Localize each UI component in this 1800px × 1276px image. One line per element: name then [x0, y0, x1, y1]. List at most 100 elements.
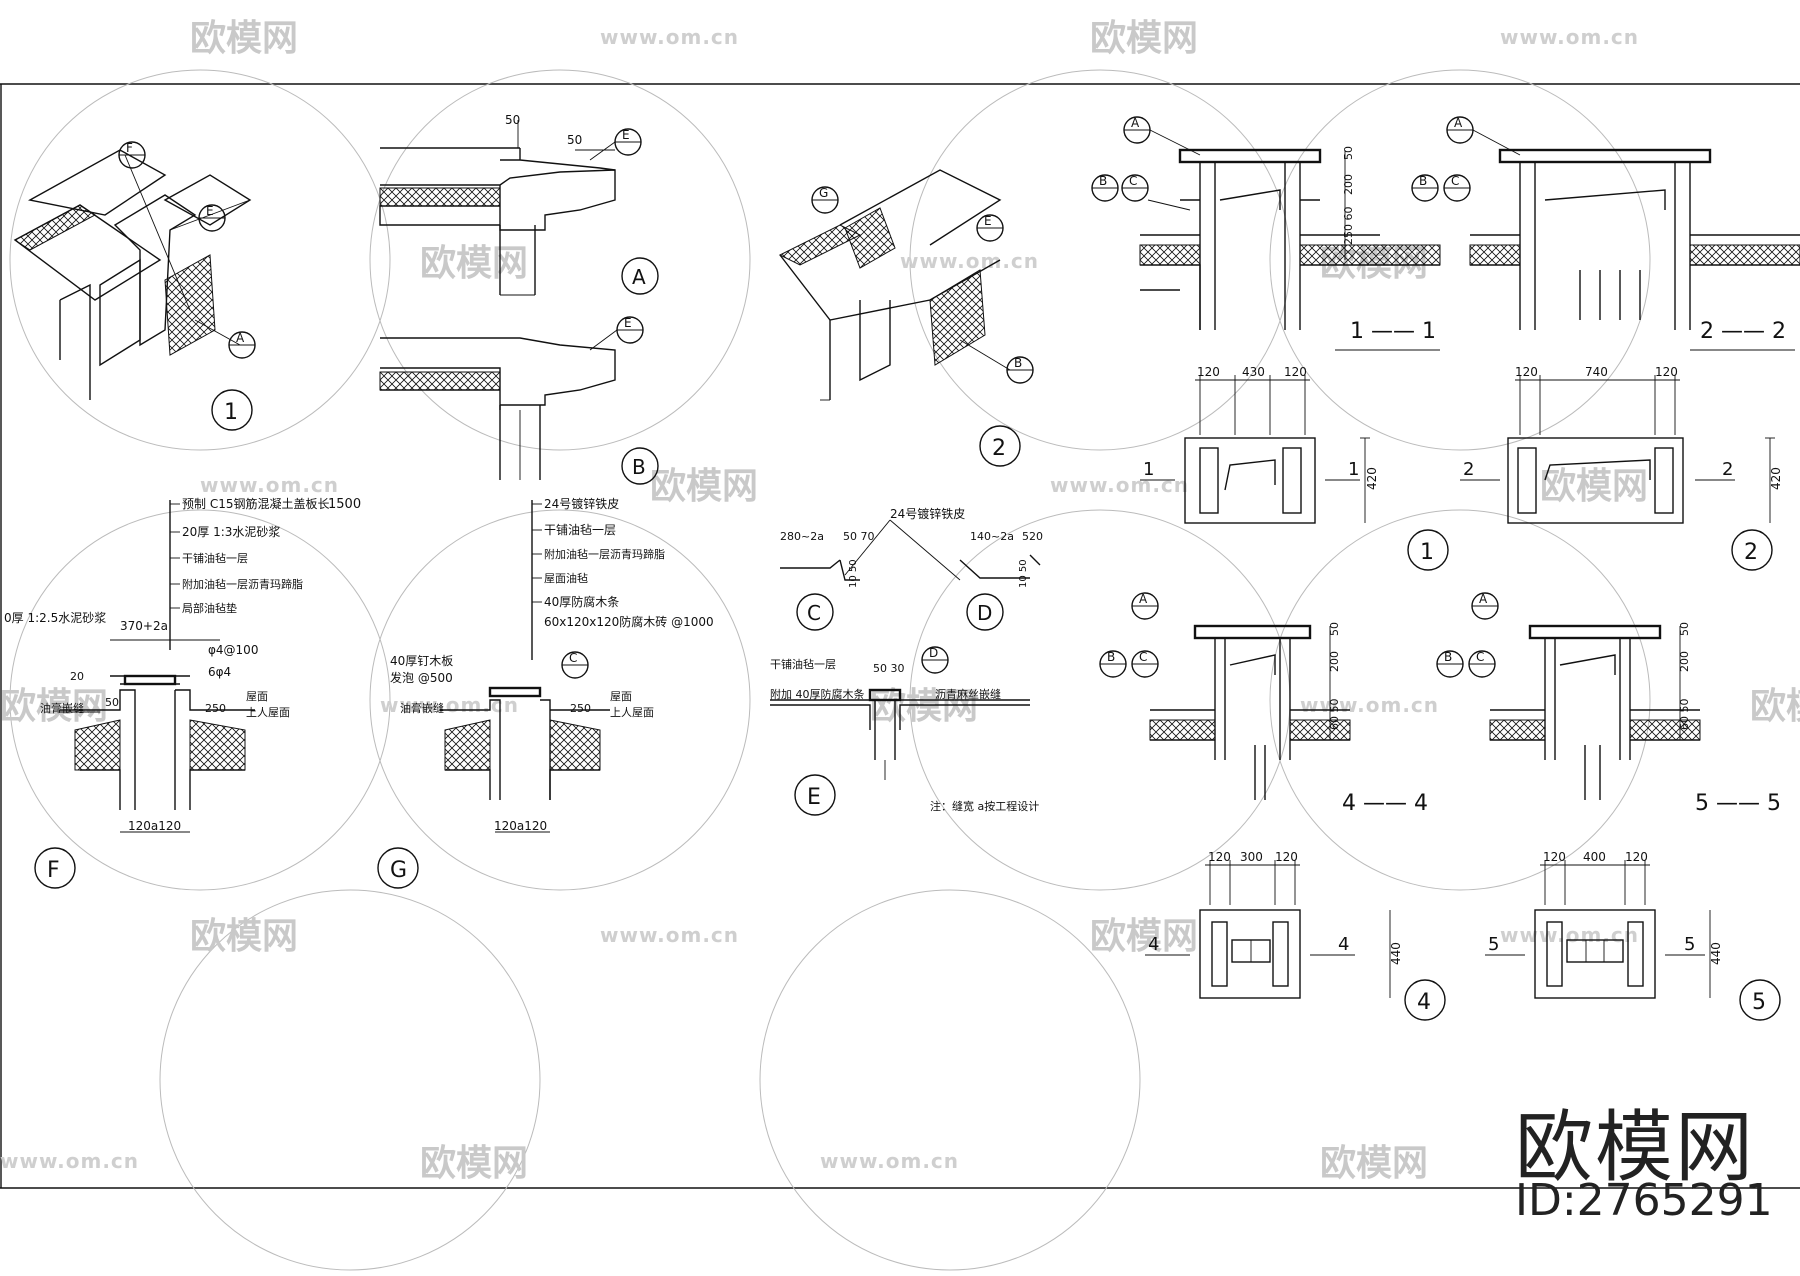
svg-text:E: E	[622, 128, 630, 142]
plan-1: 120 430 120 1 1 420 1	[1140, 365, 1449, 571]
svg-text:2: 2	[1744, 540, 1758, 565]
svg-text:50: 50	[1328, 622, 1341, 636]
watermark-url: www.om.cn	[820, 1149, 959, 1173]
svg-text:250: 250	[570, 702, 591, 715]
watermark-url: www.om.cn	[1050, 473, 1189, 497]
svg-text:10 50: 10 50	[848, 559, 859, 588]
svg-text:附加油毡一层沥青玛蹄脂: 附加油毡一层沥青玛蹄脂	[182, 577, 303, 591]
svg-text:20厚 1:3水泥砂浆: 20厚 1:3水泥砂浆	[182, 524, 280, 539]
svg-text:430: 430	[1242, 365, 1265, 379]
svg-text:120: 120	[1284, 365, 1307, 379]
svg-text:屋面: 屋面	[610, 690, 632, 703]
svg-text:B: B	[1099, 174, 1107, 188]
svg-text:280~2a: 280~2a	[780, 530, 824, 543]
watermark-url: www.om.cn	[1500, 923, 1639, 947]
svg-text:40厚防腐木条: 40厚防腐木条	[544, 594, 619, 609]
svg-text:50: 50	[567, 133, 582, 147]
svg-text:C: C	[569, 651, 577, 665]
svg-text:400: 400	[1583, 850, 1606, 864]
watermark-texts: 欧模网 www.om.cn 欧模网 www.om.cn 欧模网 www.om.c…	[0, 18, 1800, 1184]
watermark-url: www.om.cn	[1300, 693, 1439, 717]
svg-text:2 —— 2: 2 —— 2	[1700, 319, 1786, 344]
svg-text:440: 440	[1709, 942, 1723, 965]
svg-text:420: 420	[1365, 467, 1379, 490]
svg-text:1: 1	[1420, 540, 1434, 565]
svg-text:50: 50	[1678, 622, 1691, 636]
watermark-brand: 欧模网	[420, 1143, 528, 1184]
svg-text:A: A	[236, 331, 245, 345]
svg-text:附加油毡一层沥青玛蹄脂: 附加油毡一层沥青玛蹄脂	[544, 547, 665, 561]
svg-text:E: E	[984, 214, 992, 228]
svg-text:5 —— 5: 5 —— 5	[1695, 791, 1781, 816]
svg-text:附加 40厚防腐木条: 附加 40厚防腐木条	[770, 687, 865, 701]
watermark-brand: 欧模网	[190, 18, 298, 59]
watermark-brand: 欧模网	[1090, 18, 1198, 59]
svg-text:5: 5	[1752, 990, 1766, 1015]
svg-text:200: 200	[1678, 651, 1691, 672]
svg-text:200: 200	[1342, 174, 1355, 195]
svg-text:1500: 1500	[328, 497, 361, 512]
watermark-brand: 欧模网	[190, 916, 298, 957]
detail-g-section: 24号镀锌铁皮 干铺油毡一层 附加油毡一层沥青玛蹄脂 屋面油毡 40厚防腐木条 …	[377, 497, 714, 889]
svg-text:520: 520	[1022, 530, 1043, 543]
svg-text:50: 50	[1342, 146, 1355, 160]
watermark-url: www.om.cn	[200, 473, 339, 497]
svg-text:120: 120	[1197, 365, 1220, 379]
svg-text:50: 50	[105, 696, 119, 709]
svg-text:屋面: 屋面	[246, 690, 268, 703]
svg-text:4: 4	[1417, 990, 1431, 1015]
svg-text:干铺油毡一层: 干铺油毡一层	[544, 523, 616, 537]
svg-text:1 —— 1: 1 —— 1	[1350, 319, 1436, 344]
svg-text:4 —— 4: 4 —— 4	[1342, 791, 1428, 816]
detail-f-section: 预制 C15钢筋混凝土盖板长 1500 20厚 1:3水泥砂浆 干铺油毡一层 附…	[4, 496, 361, 889]
svg-text:φ4@100: φ4@100	[208, 643, 258, 657]
svg-text:油膏嵌缝: 油膏嵌缝	[400, 701, 444, 715]
svg-text:120a120: 120a120	[128, 819, 181, 833]
svg-text:250: 250	[205, 702, 226, 715]
svg-text:上人屋面: 上人屋面	[610, 706, 654, 719]
svg-text:0厚 1:2.5水泥砂浆: 0厚 1:2.5水泥砂浆	[4, 610, 106, 625]
svg-text:2: 2	[1463, 459, 1474, 480]
svg-text:2: 2	[992, 436, 1006, 461]
section-2-2: A B C 2 —— 2	[1411, 116, 1800, 351]
svg-text:B: B	[1014, 356, 1022, 370]
svg-text:60 50: 60 50	[1678, 699, 1691, 731]
watermark-brand: 欧模网	[420, 243, 528, 284]
svg-text:140~2a: 140~2a	[970, 530, 1014, 543]
svg-text:40厚钉木板: 40厚钉木板	[390, 654, 453, 668]
svg-text:1: 1	[1348, 459, 1359, 480]
svg-text:420: 420	[1769, 467, 1783, 490]
brand-logo-text: 欧模网	[1515, 1103, 1756, 1193]
svg-text:发泡 @500: 发泡 @500	[390, 670, 453, 685]
section-4-4: 50 200 60 50 A B C 4 —— 4	[1099, 592, 1428, 816]
svg-text:120: 120	[1543, 850, 1566, 864]
section-1-1: 50 200 250 60 A B C 1 —— 1	[1091, 116, 1441, 351]
svg-text:注：缝宽 a按工程设计: 注：缝宽 a按工程设计	[930, 799, 1039, 813]
svg-text:A: A	[1479, 592, 1488, 606]
svg-text:A: A	[1131, 116, 1140, 130]
svg-text:120: 120	[1655, 365, 1678, 379]
svg-text:370+2a: 370+2a	[120, 619, 168, 633]
svg-text:上人屋面: 上人屋面	[246, 706, 290, 719]
watermark-brand: 欧模网	[870, 686, 978, 727]
svg-text:A: A	[632, 265, 646, 289]
watermark-brand: 欧模网	[650, 466, 758, 507]
svg-text:24号镀锌铁皮: 24号镀锌铁皮	[544, 497, 619, 511]
svg-text:油膏嵌缝: 油膏嵌缝	[40, 701, 84, 715]
svg-text:B: B	[1107, 650, 1115, 664]
svg-text:干铺油毡一层: 干铺油毡一层	[770, 657, 836, 671]
svg-text:6φ4: 6φ4	[208, 665, 231, 679]
svg-text:120: 120	[1208, 850, 1231, 864]
svg-text:A: A	[1139, 592, 1148, 606]
svg-text:300: 300	[1240, 850, 1263, 864]
detail-c-d-e: 24号镀锌铁皮 280~2a 50 70 10 50 C 140~2a 520 …	[770, 507, 1043, 816]
svg-text:G: G	[390, 858, 407, 883]
svg-text:E: E	[807, 785, 821, 810]
svg-text:120: 120	[1275, 850, 1298, 864]
svg-text:A: A	[1454, 116, 1463, 130]
svg-text:B: B	[632, 455, 646, 479]
svg-text:10 50: 10 50	[1018, 559, 1029, 588]
svg-text:740: 740	[1585, 365, 1608, 379]
